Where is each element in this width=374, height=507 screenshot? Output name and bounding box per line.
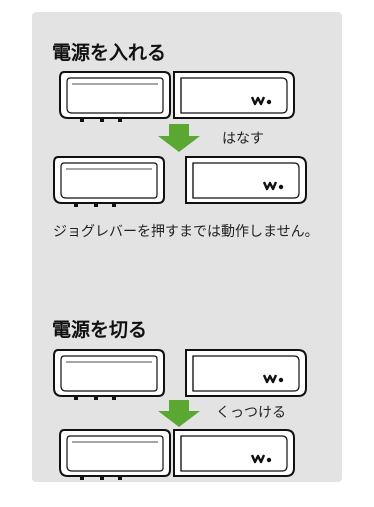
down-arrow-icon xyxy=(158,124,200,152)
device-joined-top xyxy=(59,70,296,123)
power-off-heading: 電源を切る xyxy=(52,319,148,341)
power-on-heading: 電源を入れる xyxy=(52,42,167,64)
note-text: ジョグレバーを押すまでは動作しません。 xyxy=(53,224,319,240)
down-arrow-icon-2 xyxy=(158,400,200,427)
device-joined-bottom xyxy=(59,428,296,481)
device-separated-bottom xyxy=(53,348,308,401)
device-separated xyxy=(53,155,308,208)
release-label: はなす xyxy=(222,131,264,147)
attach-label: くっつける xyxy=(216,405,286,421)
